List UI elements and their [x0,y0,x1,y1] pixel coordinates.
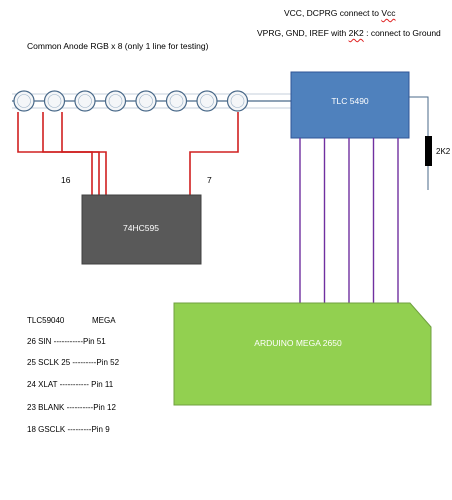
ground-note: VPRG, GND, IREF with 2K2 : connect to Gr… [257,28,441,38]
shift-register-74hc595 [81,194,202,265]
led-to-shift-register-wires [17,112,239,195]
pin-table-col1-header: TLC59040 [27,316,65,325]
tlc-to-arduino-wires [299,138,399,303]
resistor-wire [409,96,429,136]
rgb-led-inner-4 [108,94,123,108]
pin-row-1: 26 SIN -----------Pin 51 [27,337,106,346]
wire-count-right: 7 [207,175,212,185]
pin-table-header: TLC59040 MEGA [27,316,116,325]
rgb-led-8 [226,90,249,112]
rgb-led-inner-3 [78,94,92,108]
red-wire-4 [189,112,239,195]
tlc5490-chip [290,71,410,139]
rgb-led-inner-2 [47,94,62,108]
shift-register-label: 74HC595 [123,223,159,233]
rgb-led-inner-8 [230,94,245,108]
wire-count-left: 16 [61,175,71,185]
pin-row-3: 24 XLAT ----------- Pin 11 [27,380,114,389]
rgb-led-inner-5 [139,94,153,108]
ground-resistor-word: 2K2 [348,28,364,38]
arduino-mega-board [173,302,432,406]
pin-row-5: 18 GSCLK ---------Pin 9 [27,425,110,434]
rgb-led-group [13,90,249,112]
rgb-led-4 [104,90,127,112]
led-strip-title: Common Anode RGB x 8 (only 1 line for te… [27,41,209,51]
pin-row-2: 25 SCLK 25 ---------Pin 52 [27,358,120,367]
red-wire-2 [42,112,100,195]
rgb-led-3 [74,90,96,112]
resistor-label: 2K2 [436,147,451,156]
rgb-led-inner-1 [17,94,31,108]
rgb-led-6 [165,90,188,112]
pin-row-4: 23 BLANK ----------Pin 12 [27,403,116,412]
rgb-led-7 [196,90,218,112]
rgb-led-inner-7 [200,94,214,108]
pin-table-col2-header: MEGA [92,316,116,325]
rgb-led-5 [135,90,157,112]
rgb-led-2 [43,90,66,112]
vcc-word: Vcc [381,8,396,18]
resistor-2k2 [425,136,432,166]
tlc5490-label: TLC 5490 [331,96,369,106]
red-wire-3 [61,112,107,195]
red-wire-1 [17,112,93,195]
rgb-led-1 [13,90,35,112]
rgb-led-inner-6 [169,94,184,108]
vcc-note: VCC, DCPRG connect to Vcc [284,8,396,18]
arduino-label: ARDUINO MEGA 2650 [254,338,342,348]
